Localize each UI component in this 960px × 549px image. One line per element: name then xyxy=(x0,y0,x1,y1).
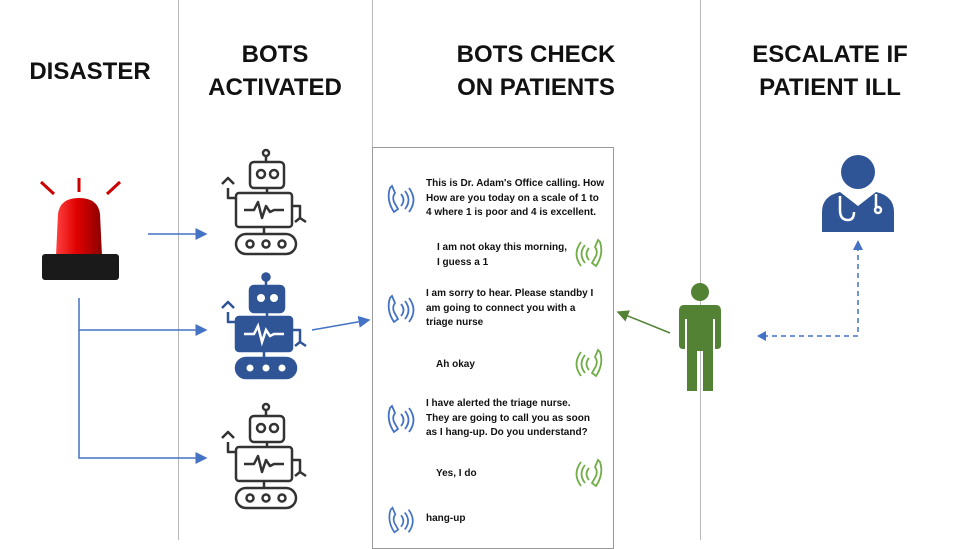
phone-icon xyxy=(575,238,603,268)
phone-icon xyxy=(387,294,415,324)
arrow-escalate-dashed xyxy=(757,240,863,341)
heading-escalate: ESCALATE IF PATIENT ILL xyxy=(752,41,908,101)
heading-bots-check: BOTS CHECK ON PATIENTS xyxy=(456,41,616,101)
bot-message: hang-up xyxy=(426,513,466,524)
phone-icon xyxy=(387,184,415,214)
bot-message: I have alerted the triage nurse. They ar… xyxy=(426,398,590,438)
bot-message: This is Dr. Adam's Office calling. How H… xyxy=(426,178,605,218)
phone-icon xyxy=(575,458,603,488)
patient-message: Yes, I do xyxy=(436,468,477,479)
robot-icon xyxy=(221,148,307,256)
phone-icon xyxy=(575,348,603,378)
person-icon xyxy=(679,283,721,391)
doctor-icon xyxy=(822,155,894,232)
arrow-to-bot-2 xyxy=(78,298,208,336)
alarm-siren-icon xyxy=(39,178,122,280)
arrow-bot-to-chat xyxy=(311,315,371,331)
conversation-panel xyxy=(372,147,614,549)
bot-message: I am sorry to hear. Please standby I am … xyxy=(426,288,594,328)
heading-bots-activated: BOTS ACTIVATED xyxy=(208,41,342,101)
patient-message: I am not okay this morning, I guess a 1 xyxy=(437,242,568,268)
arrow-patient-to-chat xyxy=(616,310,671,334)
column-divider xyxy=(700,0,701,540)
robot-icon xyxy=(221,272,307,380)
patient-message: Ah okay xyxy=(436,359,475,370)
column-divider xyxy=(178,0,179,540)
heading-disaster: DISASTER xyxy=(29,58,151,85)
phone-icon xyxy=(388,506,414,534)
arrow-to-bot-3 xyxy=(78,330,208,464)
robot-icon xyxy=(221,402,307,510)
phone-icon xyxy=(387,404,415,434)
